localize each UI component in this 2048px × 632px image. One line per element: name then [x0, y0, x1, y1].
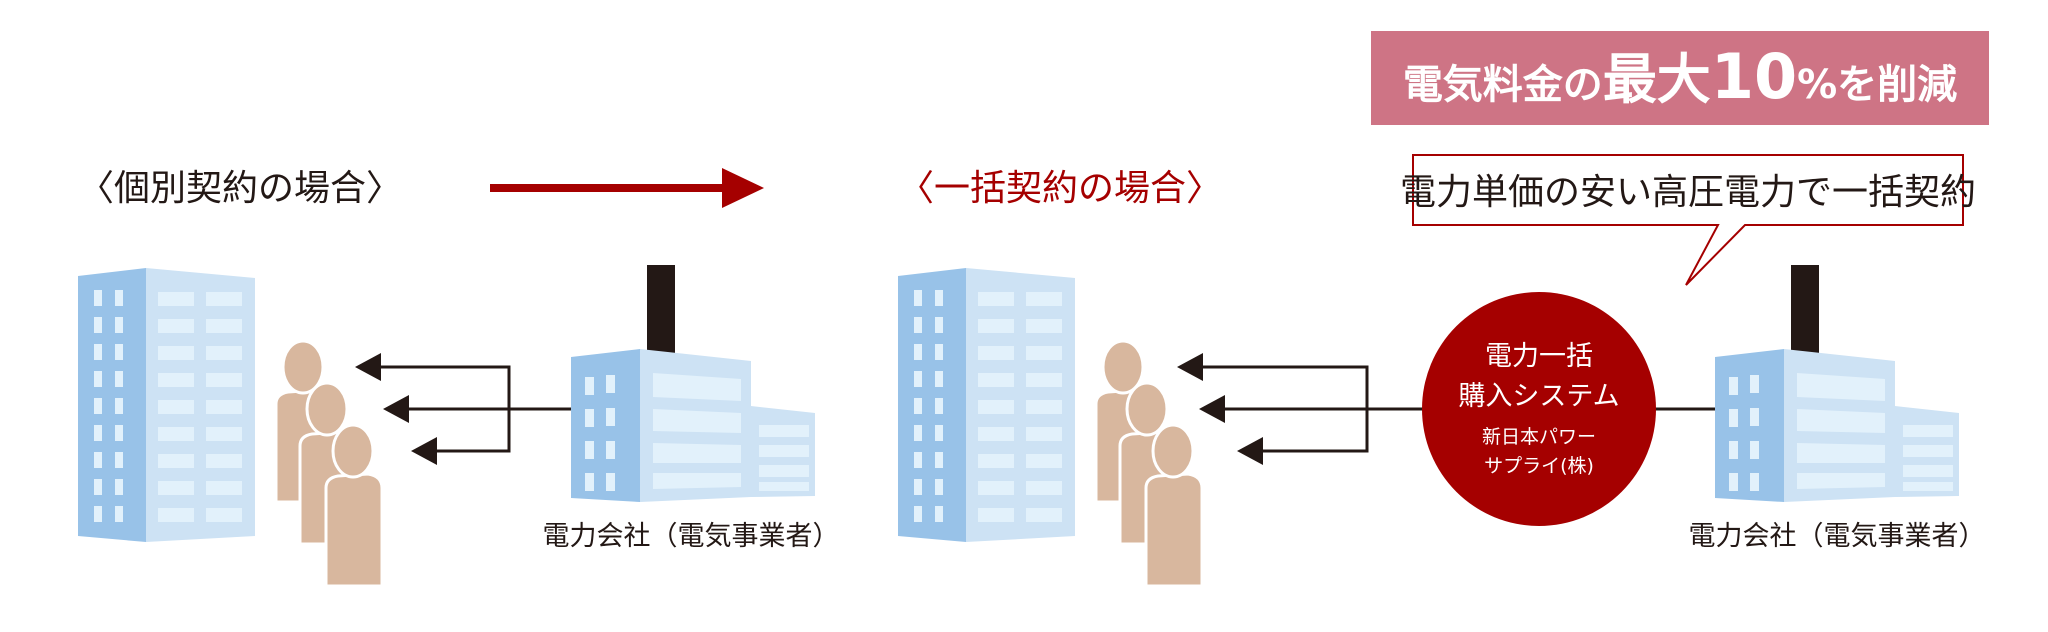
system-line2: 購入システム: [1458, 381, 1619, 412]
transition-arrow: [490, 168, 764, 208]
left-factory-icon: [571, 265, 815, 502]
banner-emphasis: 最大: [1603, 48, 1711, 111]
savings-banner: 電気料金の最大10%を削減: [1371, 31, 1989, 125]
right-supplier-label: 電力会社（電気事業者）: [1689, 521, 1986, 552]
right-title: 〈一括契約の場合〉: [898, 168, 1222, 209]
right-people-icon: [1096, 341, 1202, 586]
left-supply-arrows: [378, 365, 572, 453]
right-building-icon: [898, 268, 1075, 542]
banner-percent: %: [1797, 62, 1837, 108]
left-title: 〈個別契約の場合〉: [78, 168, 402, 209]
banner-number: 10: [1711, 40, 1797, 113]
right-factory-icon: [1715, 265, 1959, 502]
banner-suffix: を削減: [1837, 62, 1957, 108]
system-circle: 電力一括 購入システム 新日本パワー サプライ(株): [1422, 292, 1656, 526]
left-building-icon: [78, 268, 255, 542]
right-supply-arrows: [1200, 365, 1716, 453]
banner-prefix: 電気料金の: [1403, 62, 1603, 108]
left-supplier-label: 電力会社（電気事業者）: [543, 521, 840, 552]
svg-text:電気料金の最大10%を削減: 電気料金の最大10%を削減: [1403, 40, 1957, 113]
company-line2: サプライ(株): [1484, 455, 1594, 477]
callout-bubble: 電力単価の安い高圧電力で一括契約: [1400, 154, 1976, 286]
left-people-icon: [276, 341, 382, 586]
callout-text: 電力単価の安い高圧電力で一括契約: [1400, 172, 1976, 213]
system-line1: 電力一括: [1485, 341, 1593, 372]
company-line1: 新日本パワー: [1482, 426, 1596, 448]
